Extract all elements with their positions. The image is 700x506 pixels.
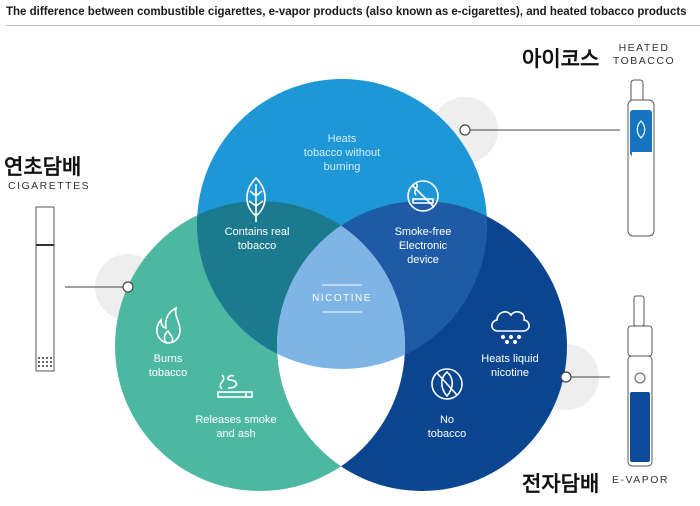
leaf-icon	[246, 176, 266, 222]
evapor-english-label: E-VAPOR	[612, 474, 669, 486]
label-heats-tobacco: Heats tobacco without burning	[303, 133, 381, 173]
vapor-icon	[491, 311, 530, 345]
label-burns-tobacco: Burns tobacco	[148, 353, 188, 379]
heated-english-label: HEATED TOBACCO	[612, 42, 676, 67]
label-contains-real-tobacco: Contains real tobacco	[224, 226, 290, 252]
cigarette-smoke-icon	[217, 374, 253, 398]
flame-icon	[156, 306, 181, 344]
label-smoke-free-device: Smoke-free Electronic device	[394, 226, 452, 266]
label-releases-smoke: Releases smoke and ash	[195, 414, 277, 440]
heated-tobacco-device	[627, 79, 655, 237]
connector-dot-heated	[459, 124, 471, 136]
no-tobacco-icon	[431, 368, 463, 400]
evapor-korean-label: 전자담배	[522, 472, 600, 496]
connector-dot-evapor	[560, 371, 572, 383]
no-smoke-icon	[407, 180, 439, 212]
cigarettes-english-label: CIGARETTES	[8, 180, 91, 192]
title-divider	[6, 25, 700, 26]
label-no-tobacco: No tobacco	[427, 414, 467, 440]
cigarette-graphic	[35, 206, 55, 372]
heated-korean-label: 아이코스	[522, 47, 600, 71]
label-heats-liquid-nicotine: Heats liquid nicotine	[481, 353, 539, 379]
evapor-device	[627, 295, 653, 467]
label-nicotine: NICOTINE	[312, 293, 372, 304]
cigarettes-korean-label: 연초담배	[4, 155, 82, 179]
cigarette-ash	[38, 357, 52, 367]
connector-dot-cigarettes	[122, 281, 134, 293]
overlap-center	[277, 201, 405, 369]
page-title: The difference between combustible cigar…	[6, 6, 687, 18]
